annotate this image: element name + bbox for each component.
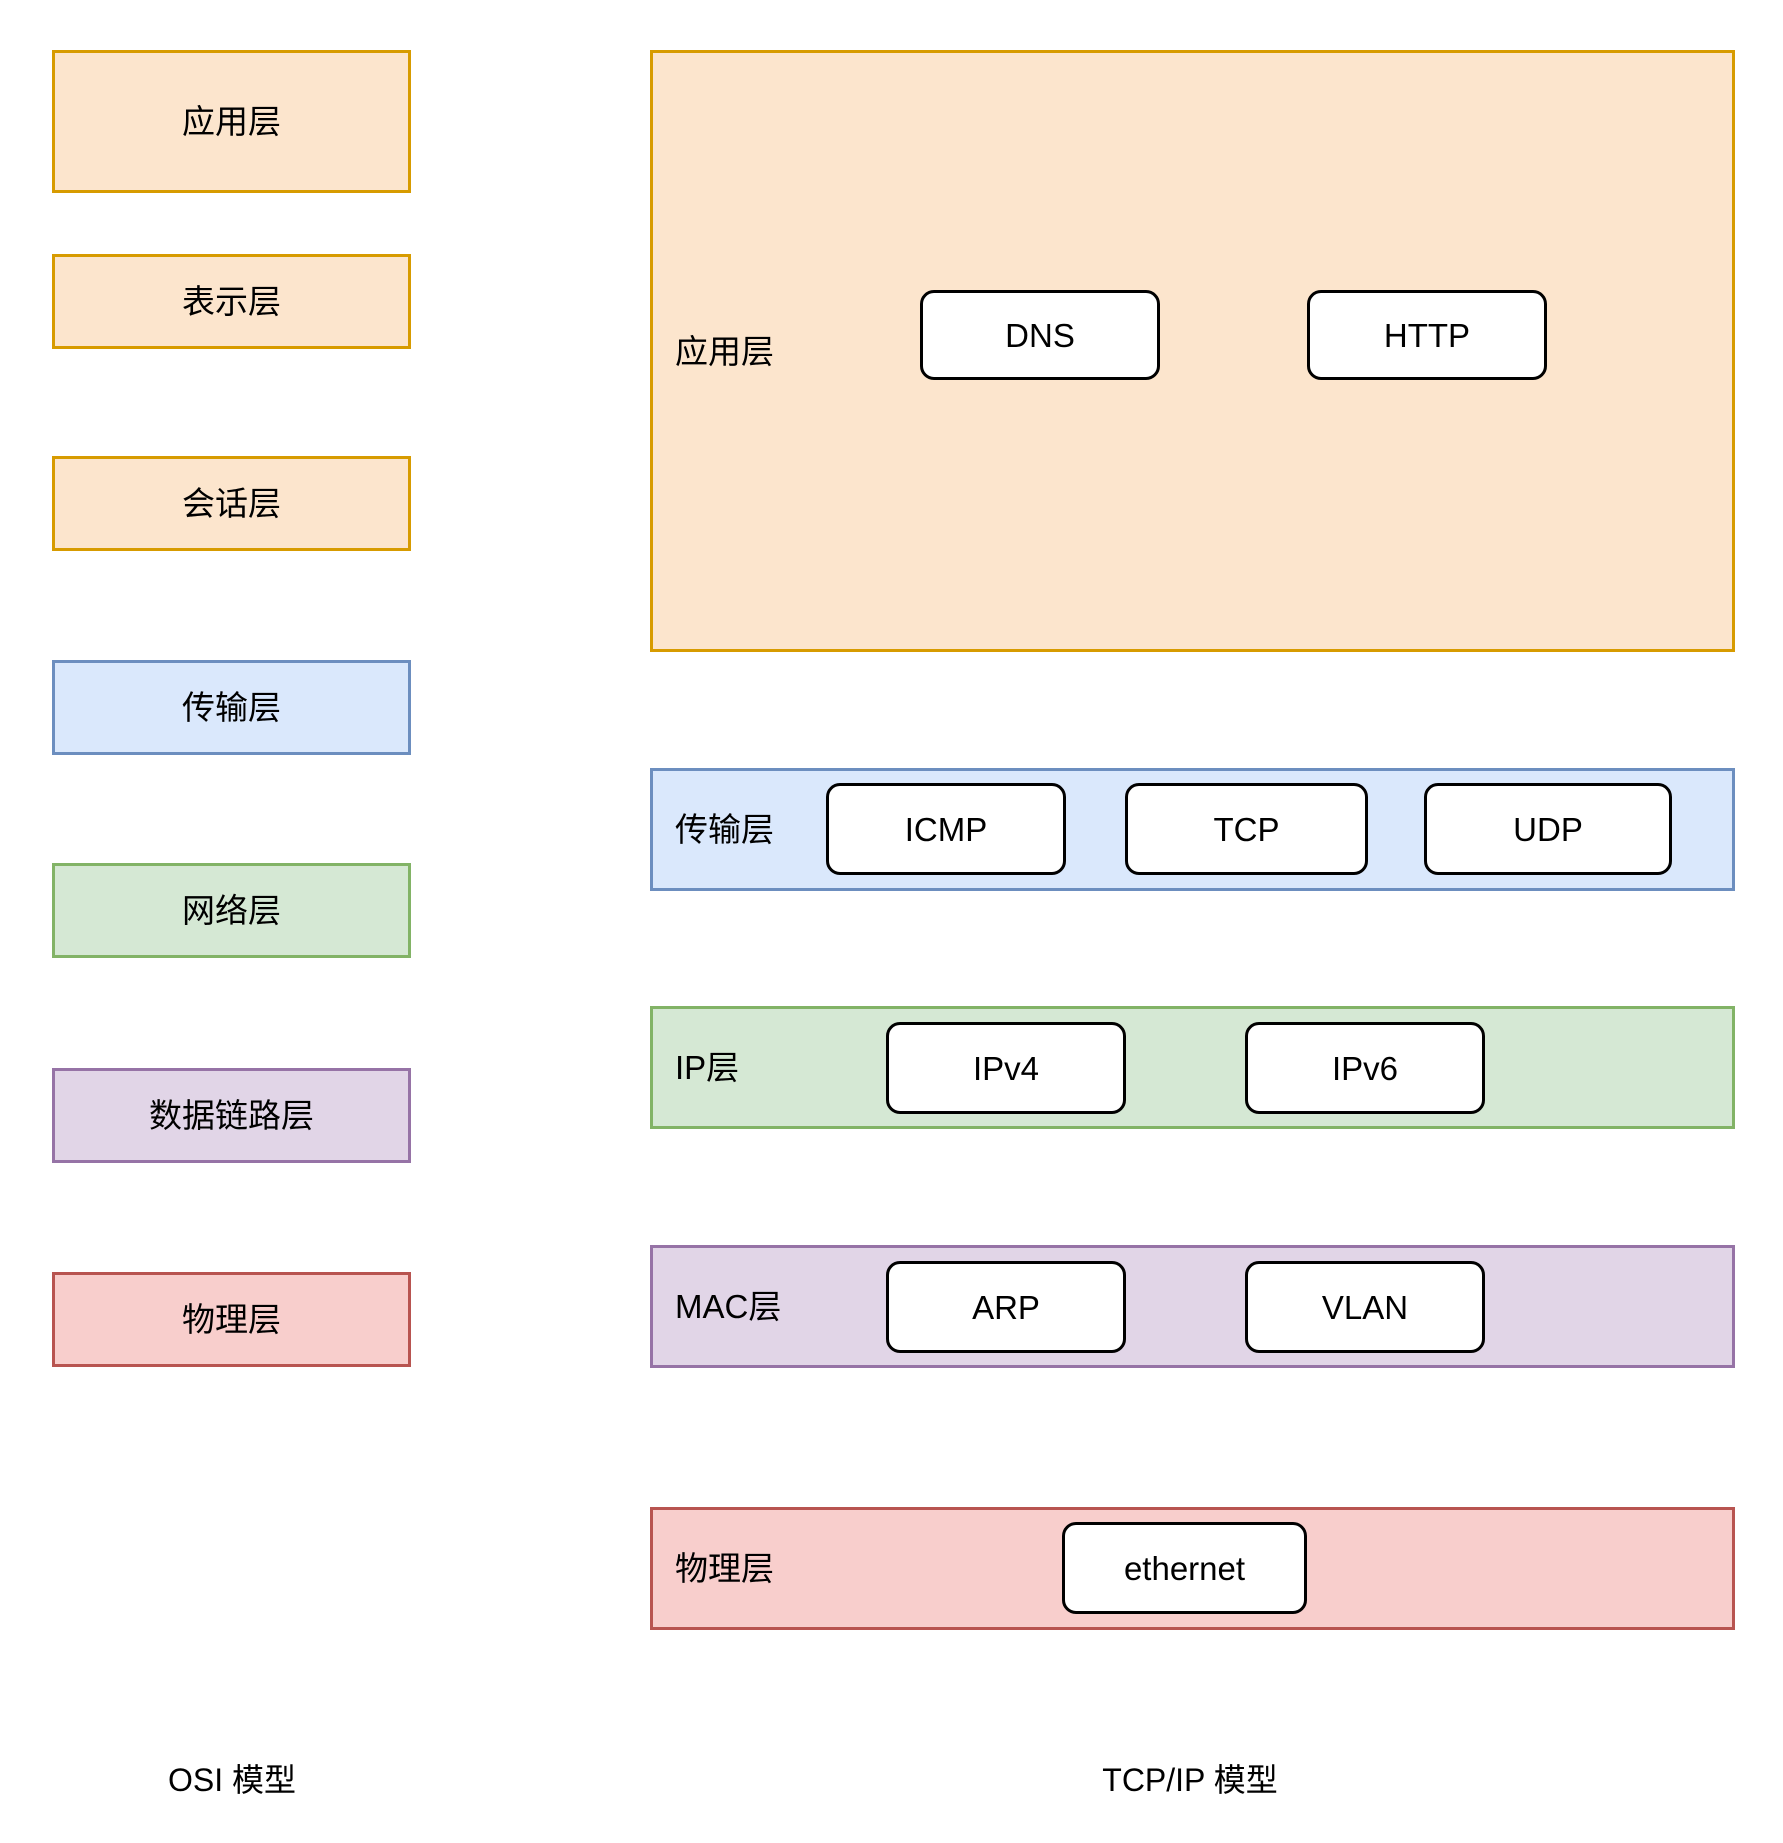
protocol-pill-udp[interactable]: UDP <box>1424 783 1672 875</box>
osi-layer-label: 数据链路层 <box>149 1097 314 1134</box>
tcpip-layer-label: 物理层 <box>675 1550 774 1587</box>
osi-layer-datalink: 数据链路层 <box>52 1068 411 1163</box>
protocol-label: VLAN <box>1321 1288 1409 1326</box>
tcpip-layer-mac: MAC层 <box>650 1245 1735 1368</box>
caption-tcpip-model: TCP/IP 模型 <box>1102 1762 1278 1798</box>
tcpip-layer-label: 应用层 <box>675 332 774 370</box>
caption-osi-model: OSI 模型 <box>167 1762 297 1798</box>
protocol-pill-dns[interactable]: DNS <box>920 290 1160 380</box>
protocol-label: DNS <box>1005 316 1075 354</box>
protocol-pill-arp[interactable]: ARP <box>886 1261 1126 1353</box>
osi-layer-transport: 传输层 <box>52 660 411 755</box>
tcpip-layer-label: MAC层 <box>675 1288 782 1325</box>
protocol-label: IPv6 <box>1331 1049 1399 1087</box>
osi-layer-label: 表示层 <box>182 283 281 320</box>
tcpip-layer-label: IP层 <box>675 1049 740 1086</box>
tcpip-layer-application: 应用层 <box>650 50 1735 652</box>
tcpip-layer-label: 传输层 <box>675 811 774 848</box>
osi-layer-presentation: 表示层 <box>52 254 411 349</box>
protocol-label: ethernet <box>1123 1549 1246 1587</box>
protocol-pill-ipv6[interactable]: IPv6 <box>1245 1022 1485 1114</box>
protocol-pill-tcp[interactable]: TCP <box>1125 783 1368 875</box>
protocol-label: ICMP <box>904 810 988 848</box>
osi-layer-label: 物理层 <box>182 1301 281 1338</box>
osi-layer-label: 网络层 <box>182 892 281 929</box>
protocol-label: TCP <box>1213 810 1280 848</box>
osi-layer-label: 传输层 <box>182 689 281 726</box>
tcpip-layer-ip: IP层 <box>650 1006 1735 1129</box>
osi-layer-physical: 物理层 <box>52 1272 411 1367</box>
osi-layer-label: 会话层 <box>182 485 281 522</box>
protocol-label: ARP <box>972 1288 1040 1326</box>
protocol-label: UDP <box>1513 810 1583 848</box>
osi-layer-session: 会话层 <box>52 456 411 551</box>
protocol-pill-ethernet[interactable]: ethernet <box>1062 1522 1307 1614</box>
protocol-label: HTTP <box>1383 316 1471 354</box>
osi-layer-label: 应用层 <box>182 103 281 140</box>
protocol-label: IPv4 <box>972 1049 1040 1087</box>
osi-layer-network: 网络层 <box>52 863 411 958</box>
protocol-pill-icmp[interactable]: ICMP <box>826 783 1066 875</box>
protocol-pill-http[interactable]: HTTP <box>1307 290 1547 380</box>
osi-layer-application: 应用层 <box>52 50 411 193</box>
protocol-pill-ipv4[interactable]: IPv4 <box>886 1022 1126 1114</box>
protocol-pill-vlan[interactable]: VLAN <box>1245 1261 1485 1353</box>
